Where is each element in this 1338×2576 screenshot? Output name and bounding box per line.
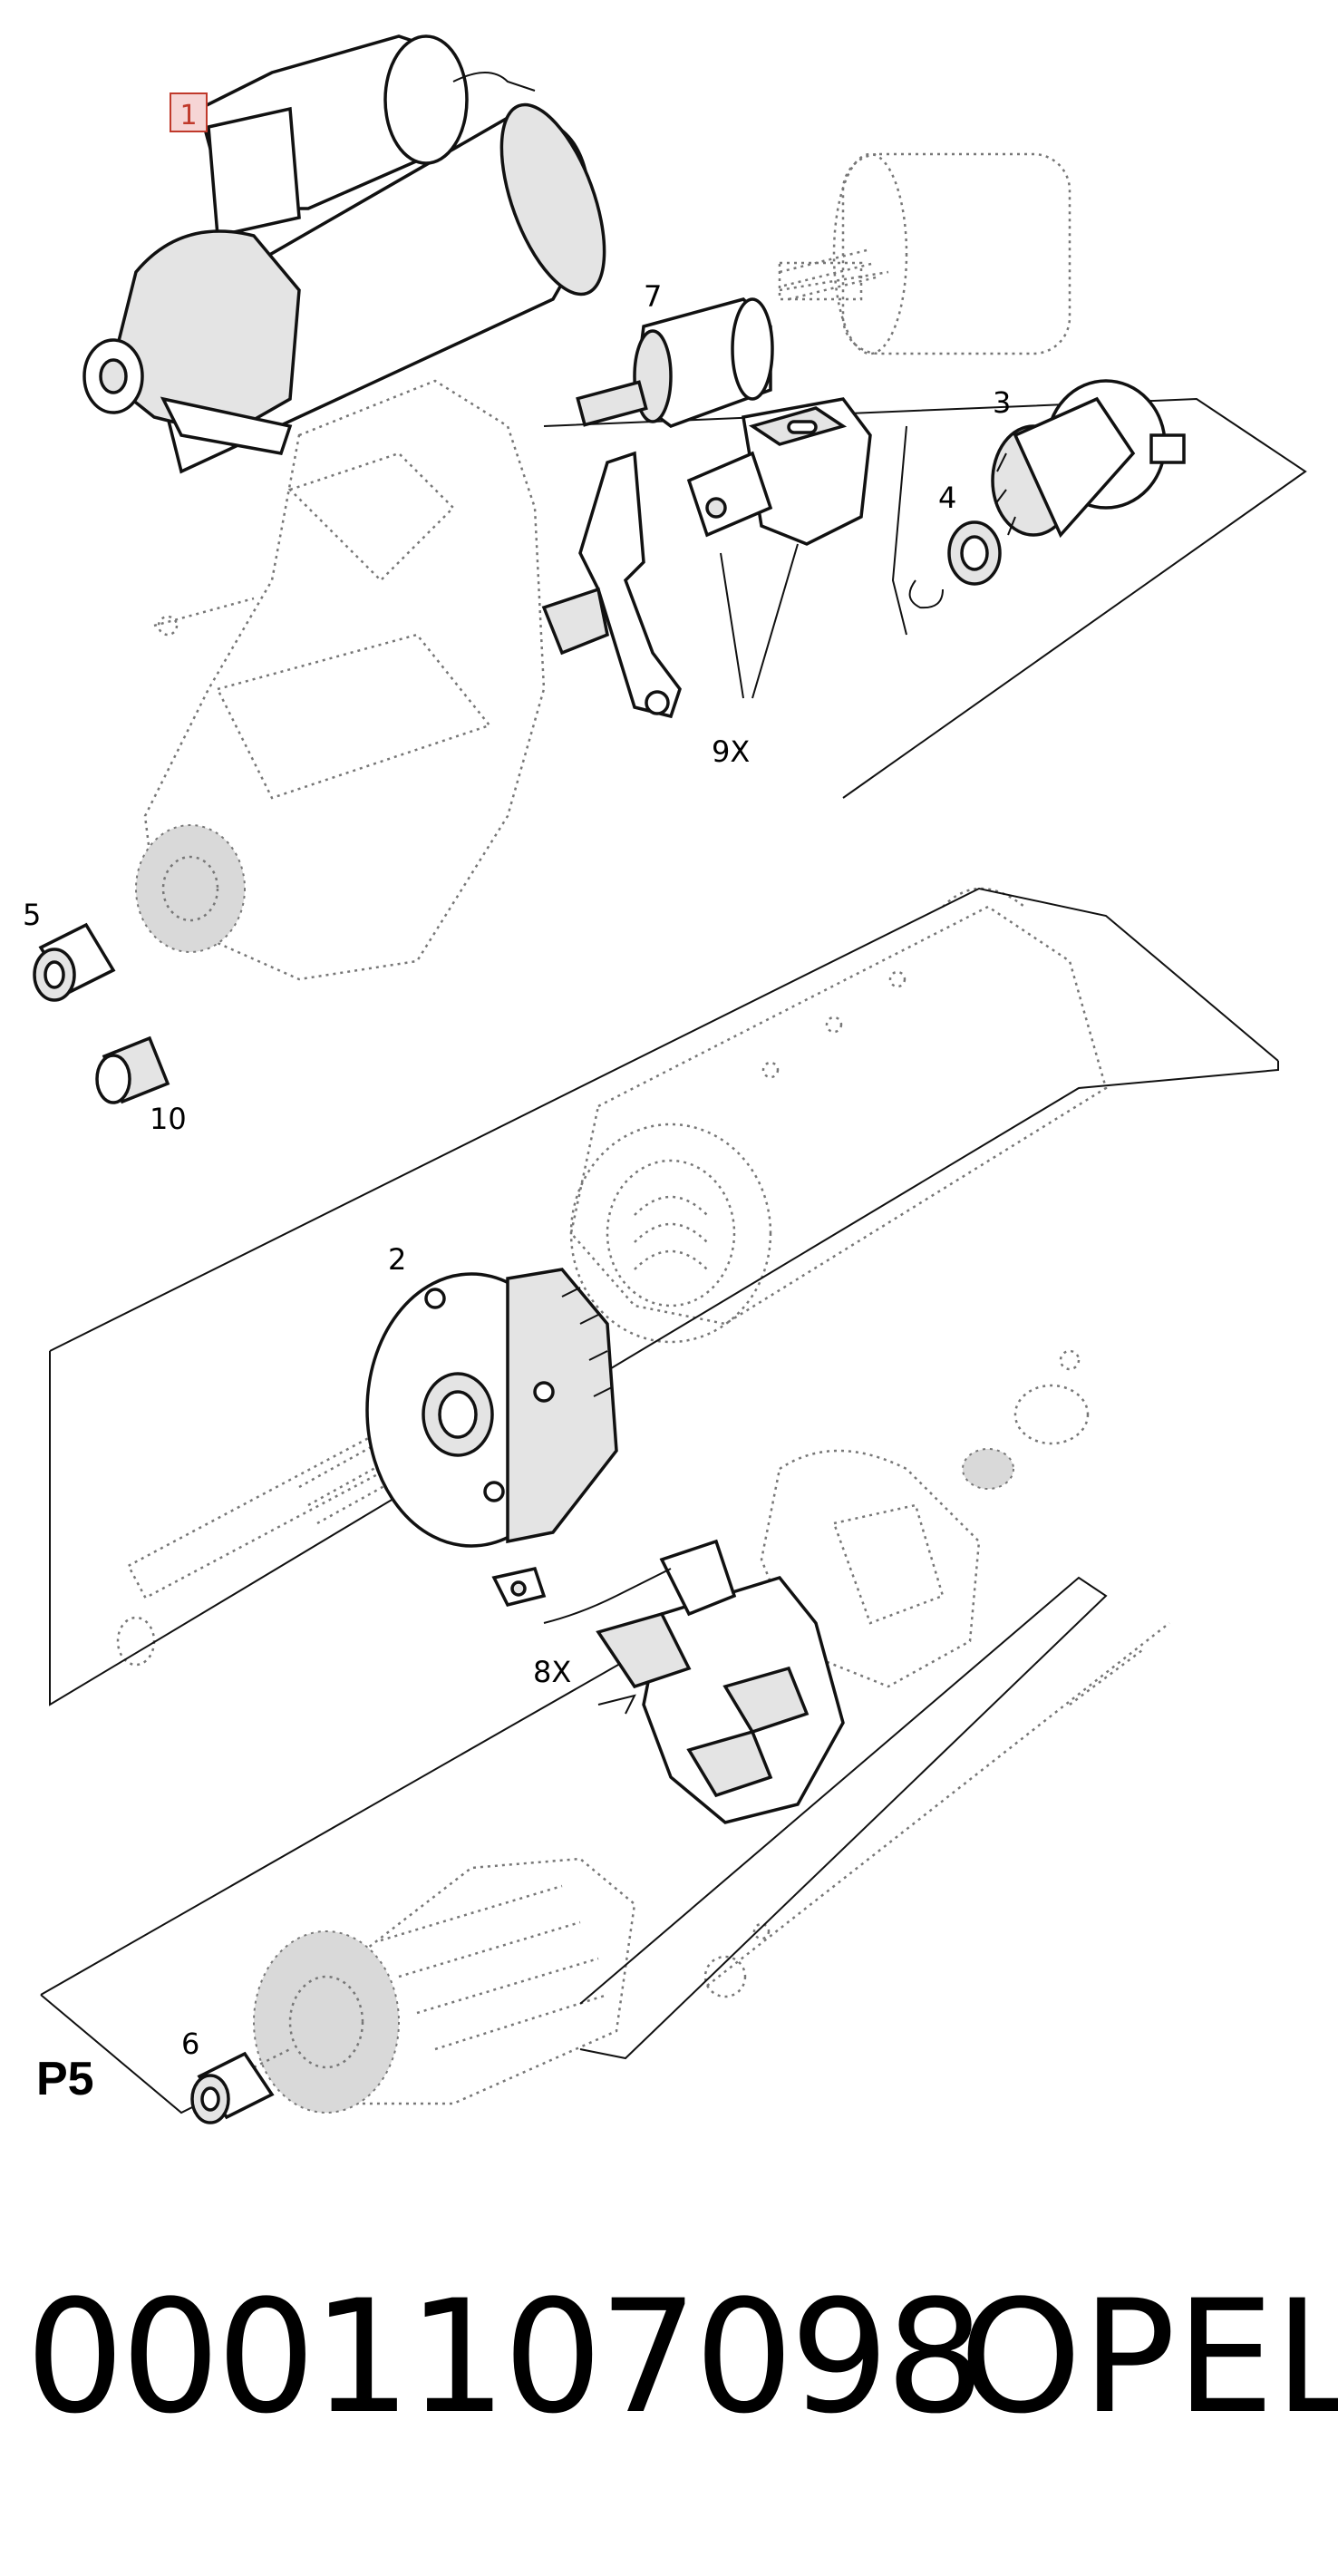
footer: 0001107098 OPEL bbox=[0, 2249, 1338, 2466]
part-4-stop-ring[interactable] bbox=[908, 520, 1002, 609]
part-8x-brush-holder[interactable] bbox=[491, 1539, 845, 1824]
part-1-starter-motor[interactable] bbox=[82, 34, 625, 474]
callout-5: 5 bbox=[23, 898, 41, 932]
part-5-bushing[interactable] bbox=[33, 922, 116, 1002]
part-10-bushing[interactable] bbox=[95, 1035, 170, 1104]
callout-3: 3 bbox=[993, 385, 1011, 420]
callout-box-1 bbox=[170, 92, 208, 132]
ghost-starter-body-upper bbox=[135, 379, 546, 981]
callout-7: 7 bbox=[644, 279, 662, 314]
ghost-through-bolts bbox=[703, 1622, 1170, 1998]
ghost-solenoid-top bbox=[778, 152, 1071, 355]
callout-10: 10 bbox=[150, 1102, 187, 1136]
frame-lines bbox=[40, 397, 1307, 2114]
callout-1: 1 bbox=[179, 100, 197, 131]
ghost-armature bbox=[253, 1857, 636, 2114]
part-7-solenoid-plunger[interactable] bbox=[576, 297, 774, 428]
page-label: P5 bbox=[36, 2053, 94, 2105]
callout-9x: 9X bbox=[712, 734, 750, 769]
brand-name: OPEL bbox=[959, 2266, 1338, 2448]
callout-2: 2 bbox=[388, 1242, 406, 1277]
callout-8x: 8X bbox=[533, 1655, 571, 1689]
exploded-parts-diagram: 1 2 3 4 5 6 7 8X 9X 10 P5 bbox=[23, 34, 1307, 2124]
part-2-end-shield[interactable] bbox=[365, 1268, 618, 1548]
callout-6: 6 bbox=[181, 2027, 199, 2061]
part-3-pinion-drive[interactable] bbox=[991, 379, 1186, 539]
ghost-yoke-housing bbox=[569, 887, 1108, 1344]
part-9x-lever-set[interactable] bbox=[541, 397, 872, 719]
callout-4: 4 bbox=[938, 481, 956, 515]
ghost-end-frame bbox=[760, 1349, 1090, 1688]
ghost-drive-spring bbox=[779, 248, 880, 301]
part-6-needle-bearing[interactable] bbox=[190, 2051, 275, 2124]
part-number: 0001107098 bbox=[25, 2266, 984, 2448]
